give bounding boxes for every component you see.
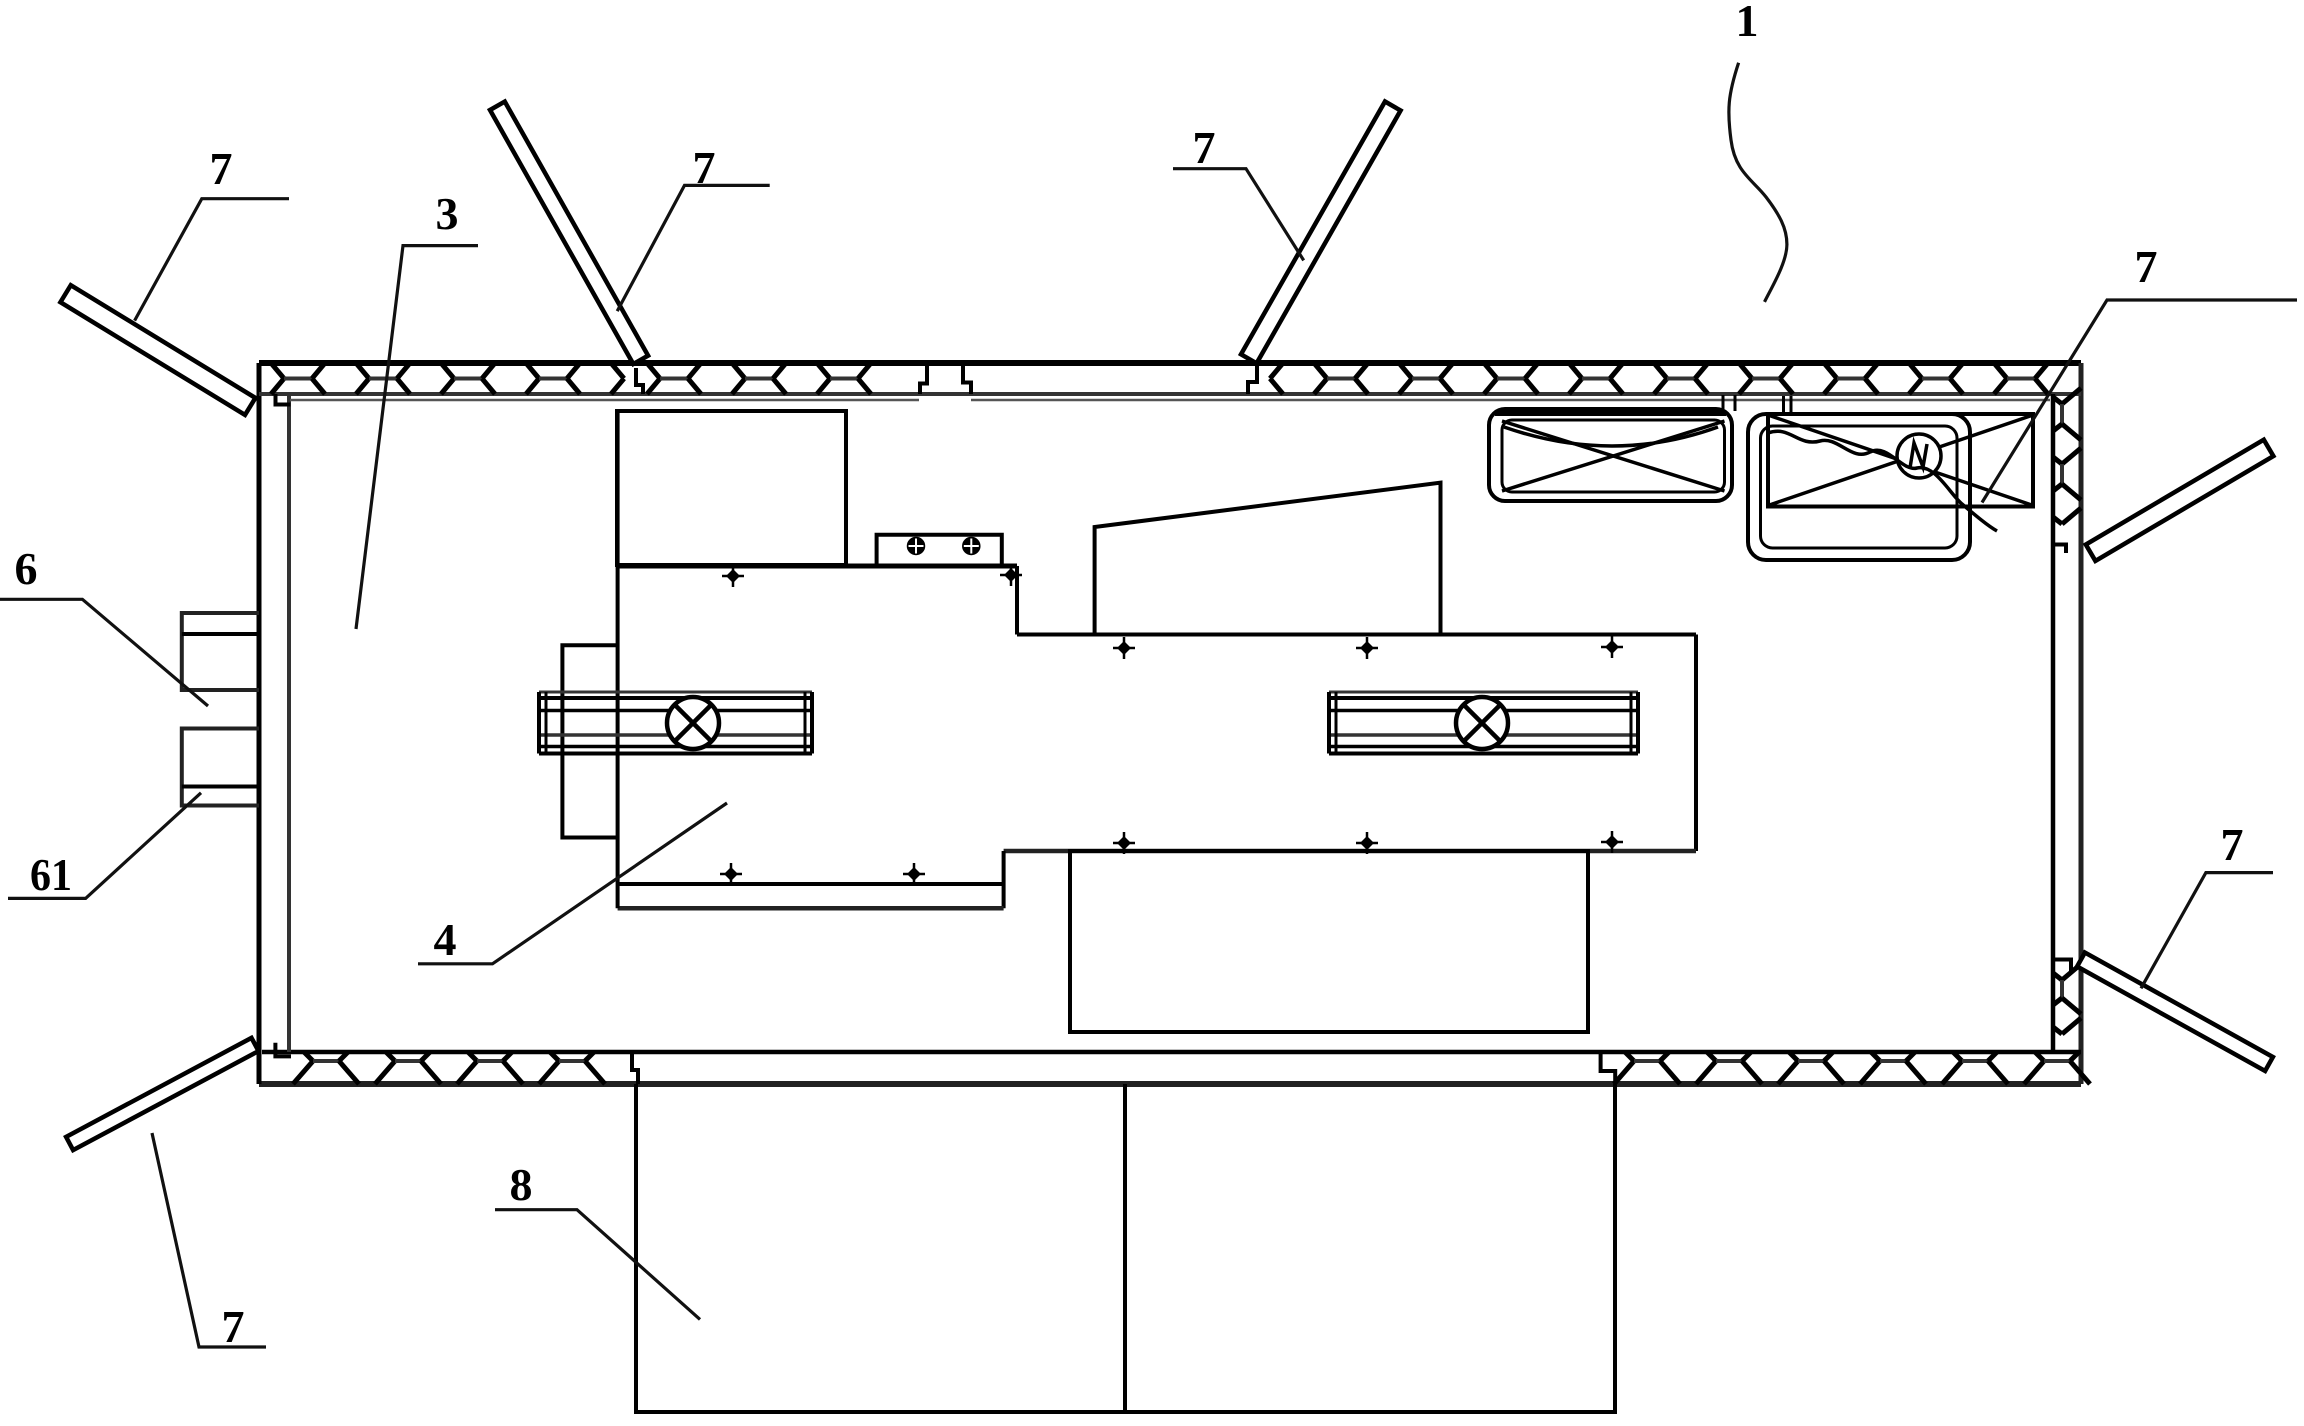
svg-text:7: 7 — [210, 143, 233, 194]
svg-text:61: 61 — [30, 849, 72, 900]
svg-text:6: 6 — [15, 543, 38, 594]
svg-text:3: 3 — [436, 188, 459, 239]
svg-text:7: 7 — [2135, 241, 2158, 292]
svg-text:7: 7 — [1193, 122, 1216, 173]
svg-text:7: 7 — [222, 1301, 245, 1352]
svg-text:7: 7 — [693, 142, 716, 193]
svg-text:4: 4 — [434, 914, 457, 965]
svg-text:1: 1 — [1736, 0, 1759, 46]
svg-text:7: 7 — [2221, 819, 2244, 870]
svg-text:8: 8 — [510, 1159, 533, 1210]
